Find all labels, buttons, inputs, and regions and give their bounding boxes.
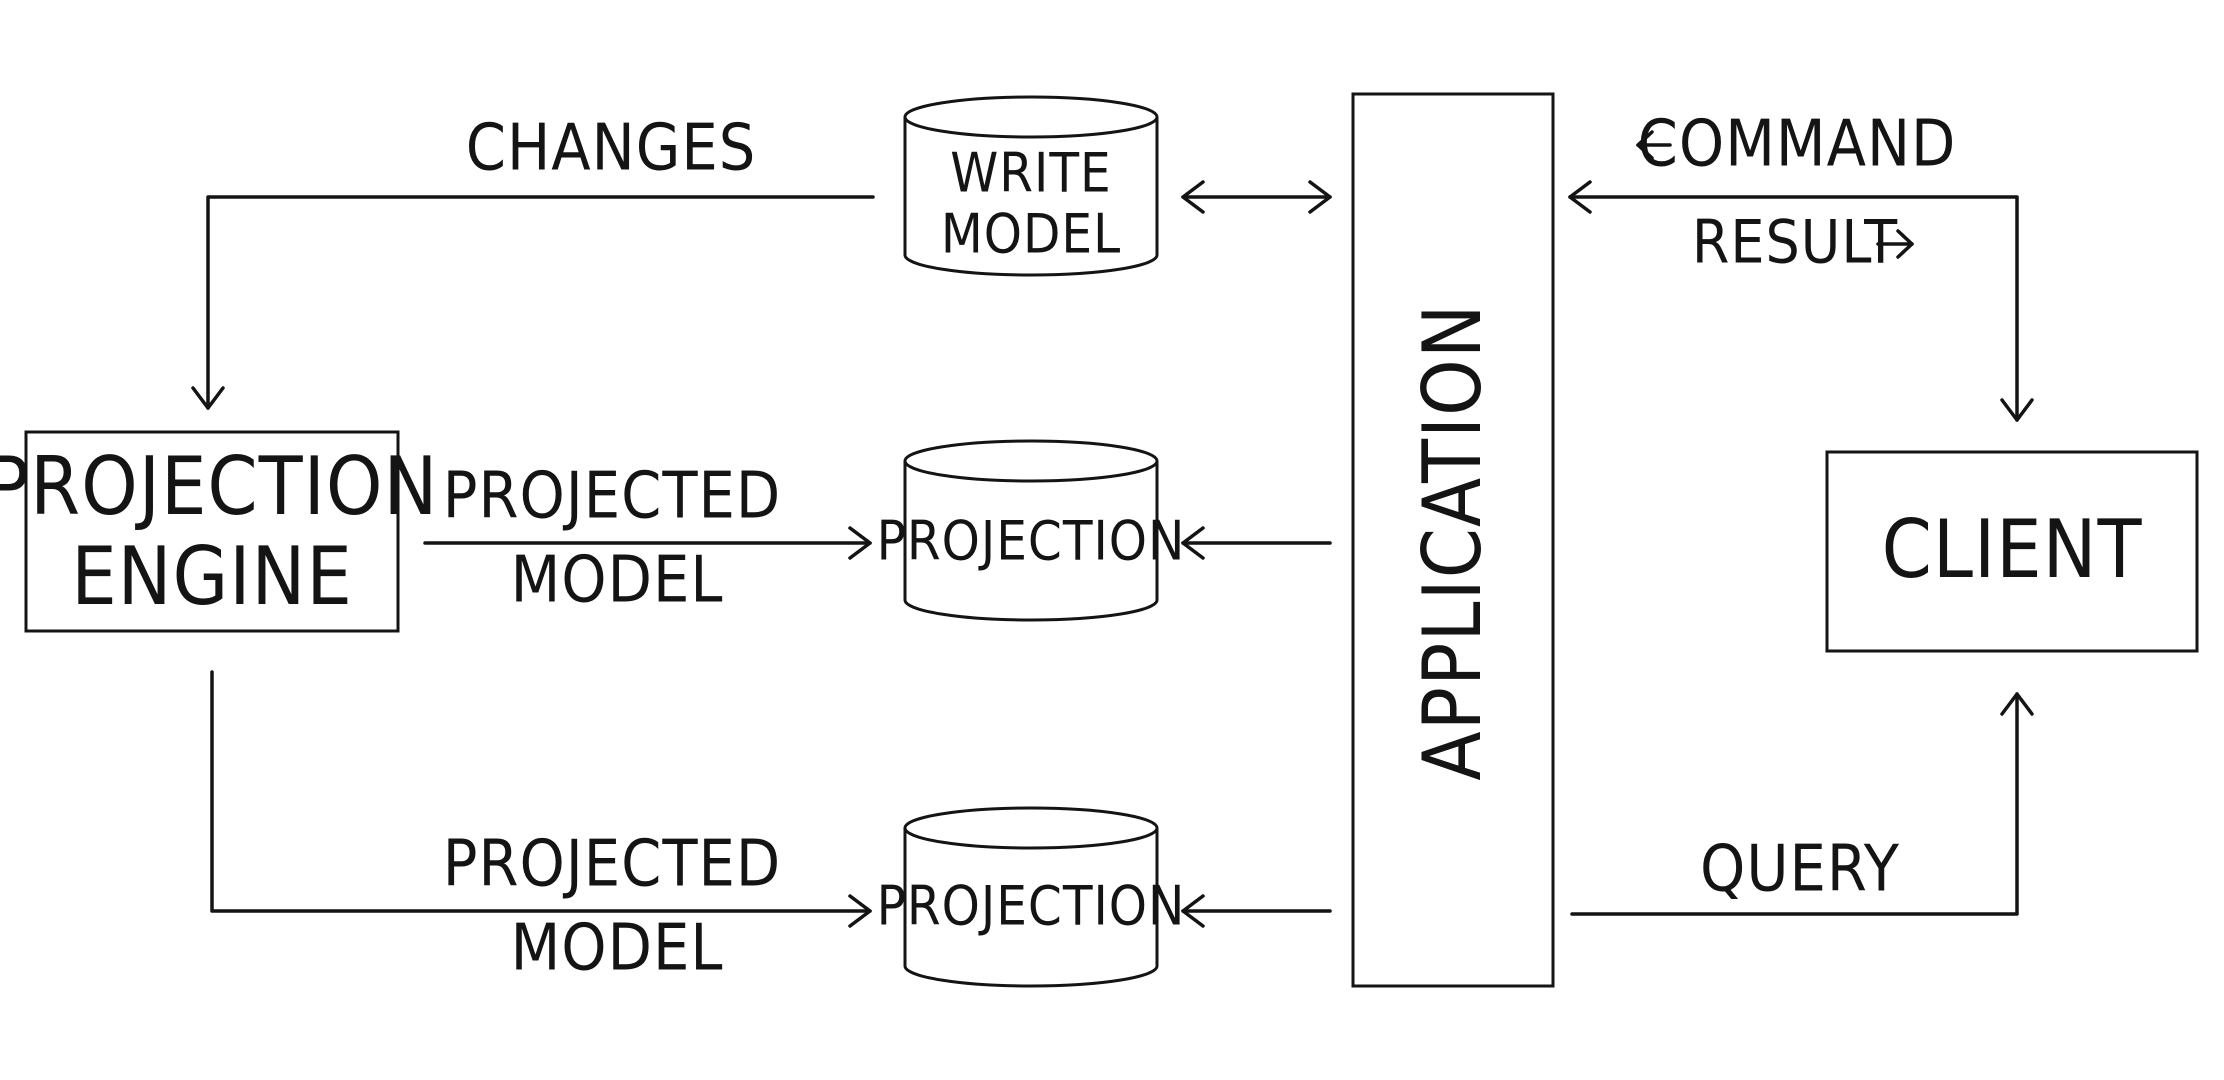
projected-model-1-line1: PROJECTED: [443, 460, 781, 534]
projected-model-2-line2: MODEL: [511, 912, 724, 986]
command-direction-arrow: [1636, 130, 1672, 160]
application-projection-connector-2: [1181, 894, 1332, 928]
application-label: APPLICATION: [1406, 303, 1499, 780]
result-direction-arrow: [1876, 229, 1914, 259]
query-label: QUERY: [1700, 833, 1900, 907]
projected-model-2-line1: PROJECTED: [443, 828, 781, 902]
projection-engine-node: PROJECTION ENGINE: [0, 430, 438, 633]
projected-model-connector-2: [210, 670, 872, 928]
client-label: CLIENT: [1882, 503, 2143, 596]
projected-model-1-line2: MODEL: [511, 544, 724, 618]
write-model-application-connector: [1181, 180, 1332, 214]
changes-label: CHANGES: [466, 112, 757, 186]
projection-label-2: PROJECTION: [877, 875, 1186, 938]
projection-engine-label-line2: ENGINE: [71, 530, 353, 623]
projected-model-connector-1: [423, 526, 872, 560]
result-label: RESULT: [1692, 208, 1898, 278]
application-node: APPLICATION: [1351, 92, 1555, 988]
command-label: COMMAND: [1638, 108, 1957, 182]
write-model-database: WRITE MODEL: [903, 95, 1159, 277]
application-projection-connector-1: [1181, 526, 1332, 560]
command-result-connector: [1568, 180, 2034, 422]
changes-connector: [191, 195, 875, 410]
projection-label-1: PROJECTION: [877, 510, 1186, 573]
query-connector: [1570, 692, 2034, 916]
write-model-label-line2: MODEL: [941, 203, 1121, 266]
write-model-label-line1: WRITE: [950, 142, 1111, 205]
projection-database-2: PROJECTION: [877, 806, 1186, 988]
projection-database-1: PROJECTION: [877, 439, 1186, 622]
client-node: CLIENT: [1825, 450, 2199, 653]
projection-engine-label-line1: PROJECTION: [0, 440, 438, 533]
